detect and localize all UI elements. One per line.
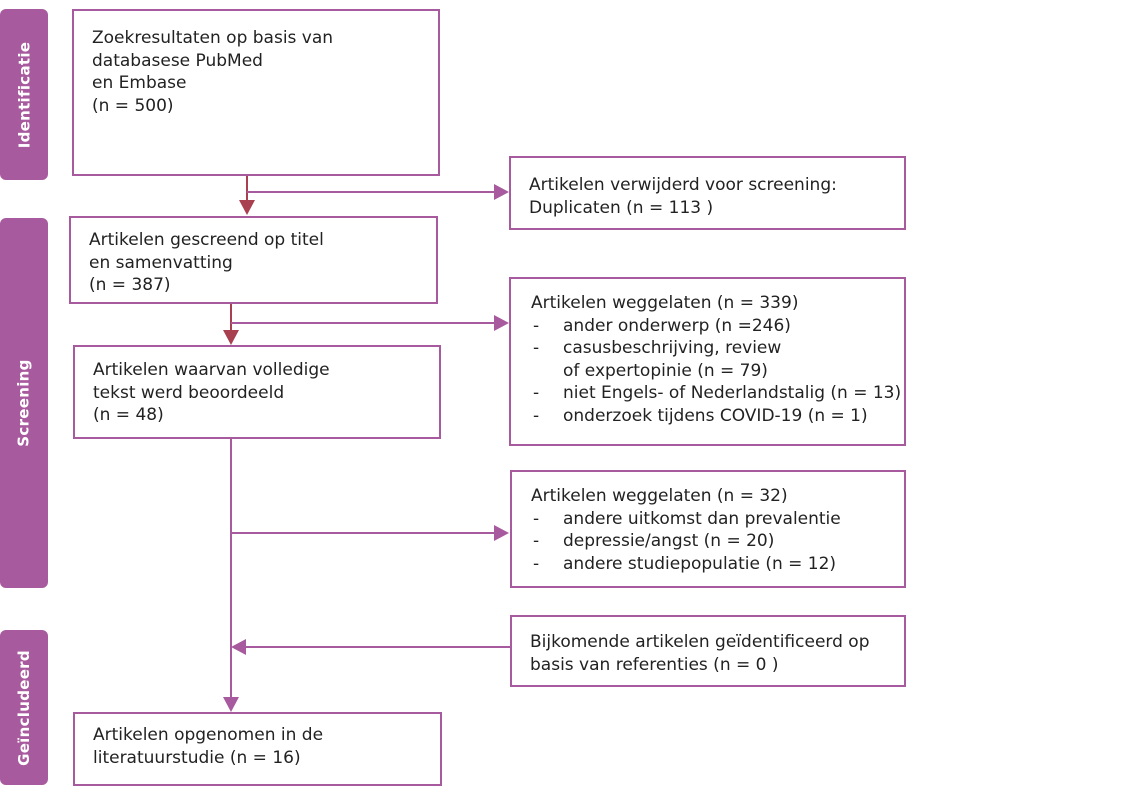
box-removed: Artikelen verwijderd voor screening: Dup… <box>509 156 906 230</box>
box-text-line: literatuurstudie (n = 16) <box>93 747 301 768</box>
box-included: Artikelen opgenomen in de literatuurstud… <box>73 712 442 786</box>
stage-identificatie: Identificatie <box>0 9 48 180</box>
box-text-line: basis van referenties (n = 0 ) <box>530 654 779 675</box>
box-text-line: tekst werd beoordeeld <box>93 382 285 403</box>
exclusion-item: andere uitkomst dan prevalentie <box>531 508 886 531</box>
arrowhead-from-additional <box>231 639 246 655</box>
exclusion-item: onderzoek tijdens COVID-19 (n = 1) <box>531 405 886 428</box>
box-text-line: Zoekresultaten op basis van <box>92 28 334 48</box>
arrowhead-search-to-screened <box>239 200 255 215</box>
box-screened: Artikelen gescreend op titel en samenvat… <box>69 216 438 304</box>
box-text-line: Artikelen gescreend op titel <box>89 230 324 250</box>
box-text-line: Artikelen verwijderd voor screening: <box>529 175 837 195</box>
exclusion-item: casusbeschrijving, review of expertopini… <box>531 337 886 382</box>
box-fulltext: Artikelen waarvan volledige tekst werd b… <box>73 345 441 439</box>
arrowhead-screened-to-fulltext <box>223 330 239 345</box>
box-text-line: en Embase <box>92 73 187 93</box>
exclusion-item: andere studiepopulatie (n = 12) <box>531 553 886 576</box>
arrowhead-to-excluded-2 <box>494 525 509 541</box>
box-text-line: Artikelen opgenomen in de <box>93 725 324 745</box>
box-title: Artikelen weggelaten (n = 32) <box>531 486 788 506</box>
stage-geincludeerd: Geïncludeerd <box>0 630 48 785</box>
stage-screening: Screening <box>0 218 48 588</box>
box-text-line: Duplicaten (n = 113 ) <box>529 197 714 218</box>
box-text-line: Artikelen waarvan volledige <box>93 360 330 380</box>
box-text-line: (n = 387) <box>89 275 171 295</box>
exclusion-list: ander onderwerp (n =246) casusbeschrijvi… <box>531 315 901 428</box>
box-search-results: Zoekresultaten op basis van databasese P… <box>72 9 440 176</box>
arrowhead-to-removed <box>494 184 509 200</box>
box-excluded-1: Artikelen weggelaten (n = 339) ander ond… <box>509 277 906 446</box>
box-text-line: en samenvatting <box>89 252 233 273</box>
arrowhead-to-excluded-1 <box>494 315 509 331</box>
exclusion-item: depressie/angst (n = 20) <box>531 530 886 553</box>
box-title: Artikelen weggelaten (n = 339) <box>531 293 799 313</box>
box-text-line: databasese PubMed <box>92 50 263 71</box>
box-text-line: (n = 500) <box>92 95 174 116</box>
exclusion-item: niet Engels- of Nederlandstalig (n = 13) <box>531 382 901 405</box>
box-text-line: Bijkomende artikelen geïdentificeerd op <box>530 632 870 652</box>
box-additional: Bijkomende artikelen geïdentificeerd op … <box>510 615 906 687</box>
box-excluded-2: Artikelen weggelaten (n = 32) andere uit… <box>510 470 906 588</box>
exclusion-list: andere uitkomst dan prevalentie depressi… <box>531 508 886 576</box>
arrowhead-fulltext-to-included <box>223 697 239 712</box>
exclusion-item: ander onderwerp (n =246) <box>531 315 886 338</box>
box-text-line: (n = 48) <box>93 405 164 425</box>
